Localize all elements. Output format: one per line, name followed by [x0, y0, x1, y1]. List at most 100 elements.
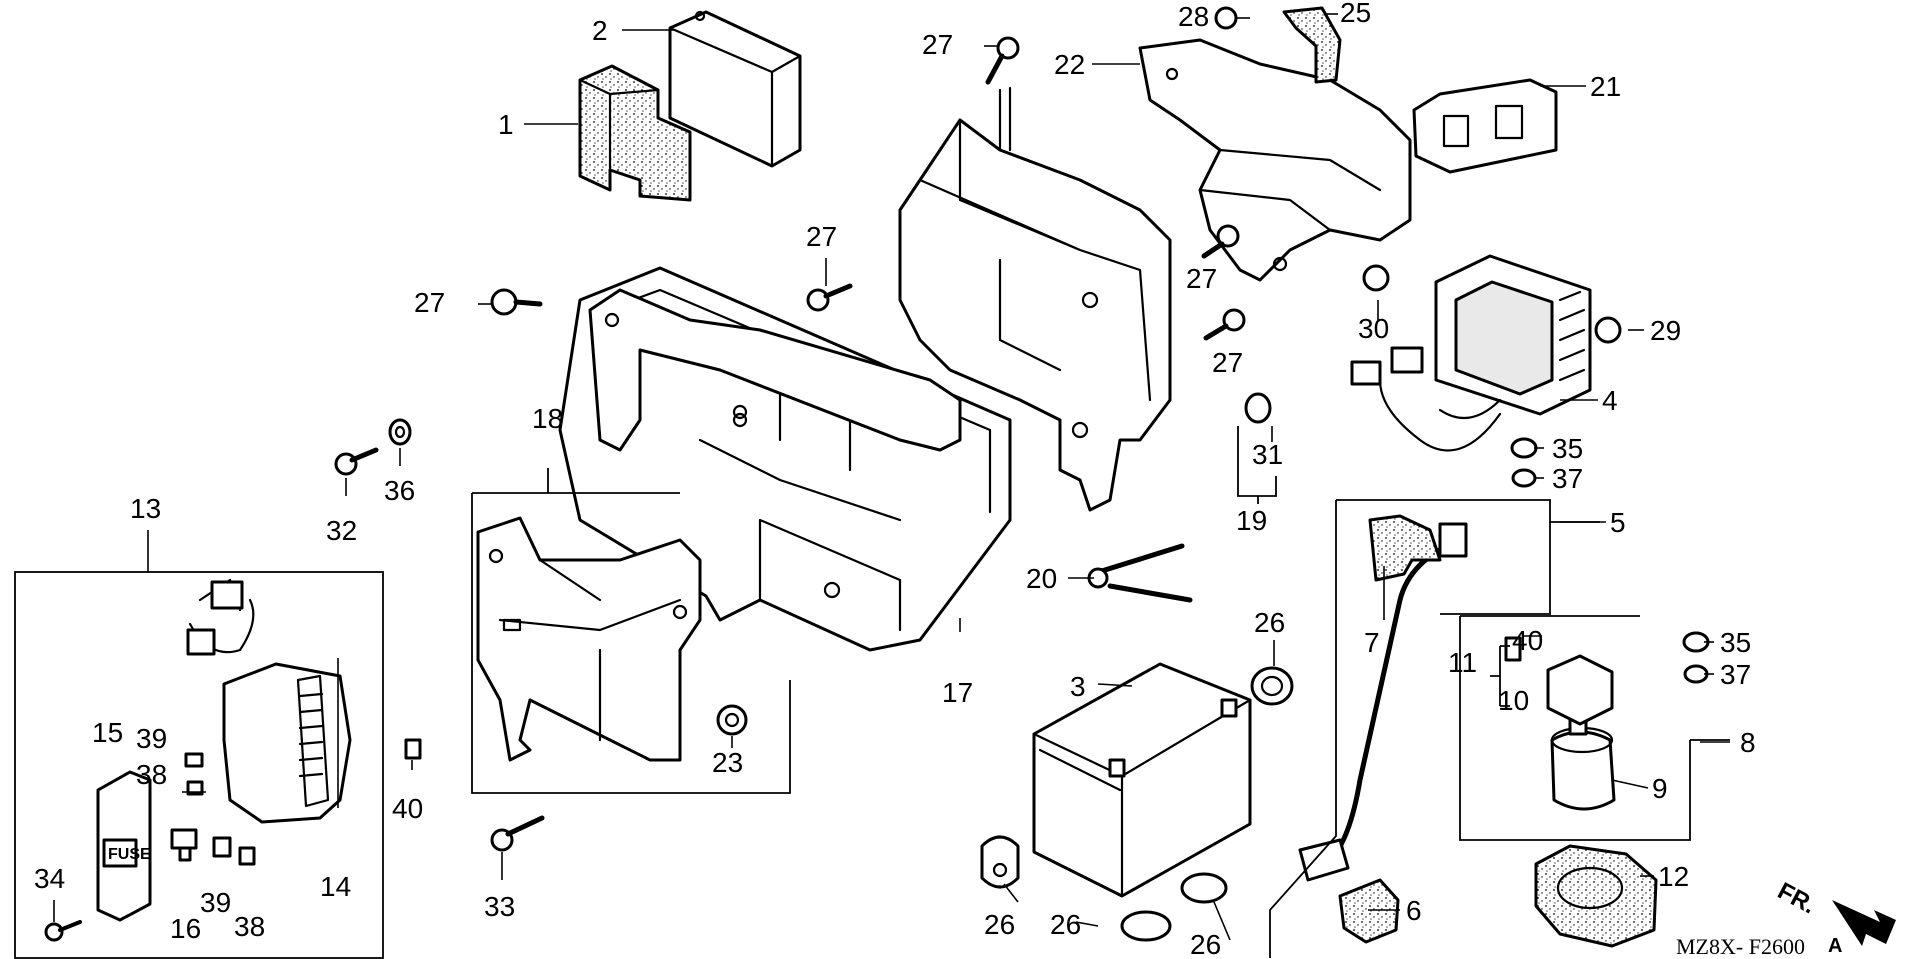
callout-30: 30: [1358, 313, 1389, 344]
callout-5: 5: [1610, 507, 1626, 538]
part-26-grommet-top: [1250, 666, 1294, 706]
part-16-spare-fuse: [170, 828, 198, 862]
part-10-connector: [1504, 636, 1614, 726]
bolt-32: [334, 447, 379, 476]
callout-27-left: 27: [414, 287, 445, 318]
bolt-33: [490, 815, 545, 852]
callout-20: 20: [1026, 563, 1057, 594]
part-1-rubber-mount: [578, 64, 692, 202]
callout-27-right-a: 27: [1186, 263, 1217, 294]
group-box-18: [471, 468, 791, 794]
callout-1: 1: [498, 109, 514, 140]
callout-27-top: 27: [922, 29, 953, 60]
callout-18: 18: [532, 403, 563, 434]
callout-35-lower: 35: [1720, 627, 1751, 658]
callout-3: 3: [1070, 671, 1086, 702]
callout-36: 36: [384, 475, 415, 506]
washer-36: [388, 418, 412, 446]
part-18-bracket: [476, 516, 702, 762]
upper-bracket: [588, 288, 962, 452]
callout-2: 2: [592, 15, 608, 46]
part-22-rear-bracket: [1138, 38, 1412, 282]
callout-40-a: 40: [1512, 625, 1543, 656]
callout-29: 29: [1650, 315, 1681, 346]
callout-16: 16: [170, 913, 201, 944]
callout-26-bottom-b: 26: [1190, 929, 1221, 959]
callout-11: 11: [1448, 647, 1477, 678]
bolt-27-top: [985, 36, 1020, 85]
callout-27-mid: 27: [806, 221, 837, 252]
nut-35-upper: [1510, 437, 1538, 459]
callout-33: 33: [484, 891, 515, 922]
bolt-27-mid: [806, 283, 853, 312]
group-11-bracket: [1490, 645, 1510, 707]
callout-14: 14: [320, 871, 351, 902]
part-central-frame-bracket: [898, 86, 1172, 512]
leader-lines: [53, 13, 1730, 941]
diagram-code-suffix: A: [1828, 935, 1842, 957]
callout-4: 4: [1602, 385, 1618, 416]
part-3-battery: [1032, 662, 1252, 898]
callout-15: 15: [92, 717, 123, 748]
part-12-relay-cover: [1534, 844, 1658, 948]
bolt-28: [1214, 6, 1238, 30]
callout-34: 34: [34, 863, 65, 894]
callout-19: 19: [1236, 505, 1267, 536]
group-19-bracket: [1237, 426, 1277, 504]
bolt-34: [44, 920, 82, 942]
callout-22: 22: [1054, 49, 1085, 80]
callout-26-left: 26: [984, 909, 1015, 940]
callout-37-upper: 37: [1552, 463, 1583, 494]
part-7-terminal-cover: [1368, 514, 1442, 582]
callout-39-a: 39: [136, 723, 167, 754]
callout-7: 7: [1364, 627, 1380, 658]
callout-26-bottom-a: 26: [1050, 909, 1081, 940]
diagram-code: MZ8X- F2600: [1676, 934, 1805, 959]
part-38-fuse: [186, 780, 256, 866]
group-box-8: [1459, 615, 1730, 841]
part-26-grommet-bottom-b: [1180, 872, 1228, 904]
part-21-relay-bracket: [1412, 78, 1558, 174]
callout-23: 23: [712, 747, 743, 778]
callout-35-upper: 35: [1552, 433, 1583, 464]
part-9-starter-relay: [1550, 716, 1616, 811]
callout-10: 10: [1498, 685, 1529, 716]
nut-29: [1594, 316, 1622, 344]
callout-32: 32: [326, 515, 357, 546]
bolt-20: [1087, 543, 1193, 603]
callout-39-b: 39: [200, 887, 231, 918]
nut-30: [1362, 264, 1390, 292]
washer-37-lower: [1683, 664, 1709, 684]
fuse-label: FUSE: [108, 846, 151, 863]
front-marker-label: FR.: [1773, 877, 1820, 919]
group-box-13: [14, 530, 384, 959]
callout-40-b: 40: [392, 793, 423, 824]
callout-25: 25: [1340, 0, 1371, 28]
part-26-grommet-left: [980, 835, 1020, 889]
bolt-27-right-a: [1201, 224, 1240, 259]
callout-28: 28: [1178, 1, 1209, 32]
bolt-27-left: [490, 288, 543, 316]
callout-13: 13: [130, 493, 161, 524]
callout-26-top: 26: [1254, 607, 1285, 638]
callout-17: 17: [942, 677, 973, 708]
bolt-27-right-b: [1203, 308, 1246, 341]
callout-21: 21: [1590, 71, 1621, 102]
callout-38-a: 38: [136, 759, 167, 790]
callout-37-lower: 37: [1720, 659, 1751, 690]
callout-9: 9: [1652, 773, 1668, 804]
washer-37-upper: [1511, 468, 1537, 488]
part-14-fuse-box: [186, 578, 352, 824]
part-40-fuse: [404, 738, 422, 760]
part-4-regulator: [1350, 254, 1592, 452]
callout-6: 6: [1406, 895, 1422, 926]
part-2-control-unit: [668, 10, 802, 168]
callout-labels: 1 2 3 4 5 6 7 8 9 10 11 12 13 14 15 16 1…: [34, 0, 1756, 959]
callout-38-b: 38: [234, 911, 265, 942]
callout-31: 31: [1252, 439, 1283, 470]
callout-12: 12: [1658, 861, 1689, 892]
callout-27-right-b: 27: [1212, 347, 1243, 378]
collar-31: [1244, 392, 1272, 424]
nut-23: [716, 704, 748, 736]
